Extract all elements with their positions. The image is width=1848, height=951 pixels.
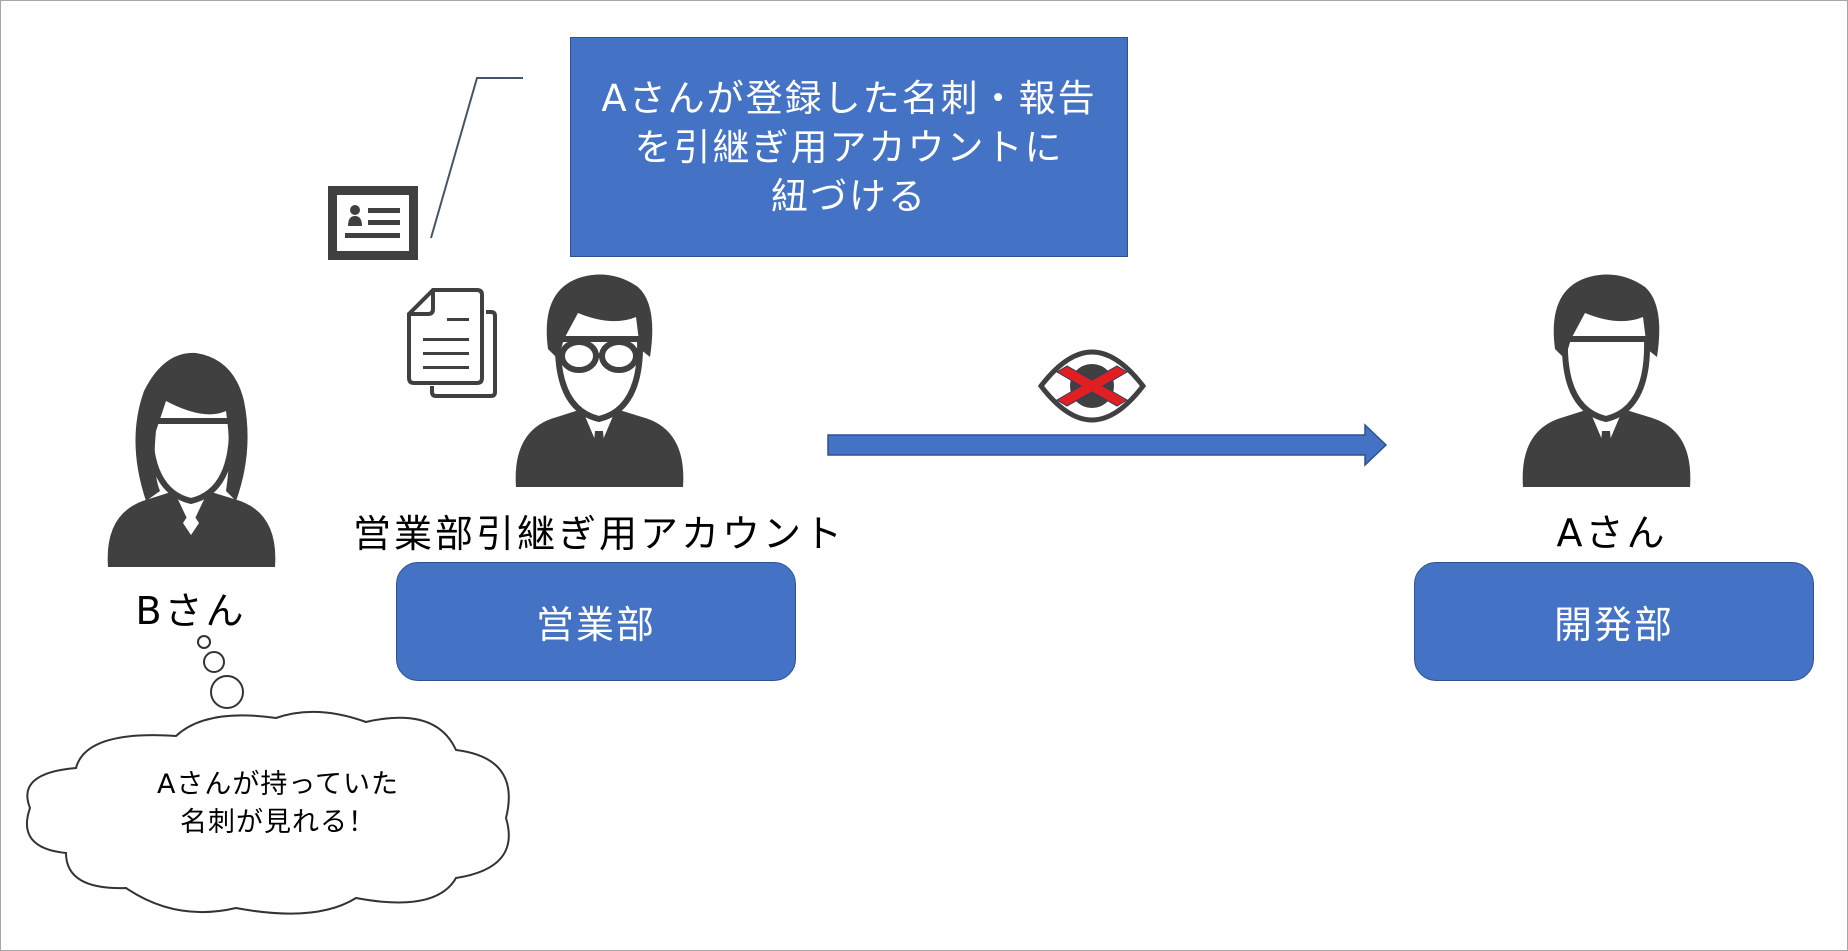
callout-line-1: Aさんが登録した名刺・報告	[601, 76, 1097, 120]
eye-crossed-icon	[1037, 349, 1147, 423]
woman-icon	[107, 352, 276, 567]
transfer-account-label: 営業部引継ぎ用アカウント	[352, 512, 846, 556]
person-b-label: Bさん	[135, 589, 247, 633]
thought-text: Aさんが持っていた 名刺が見れる！	[16, 766, 540, 842]
callout-box: Aさんが登録した名刺・報告 を引継ぎ用アカウントに 紐づける	[570, 37, 1128, 257]
man-with-glasses-icon	[515, 274, 684, 487]
dev-department-box: 開発部	[1414, 562, 1814, 681]
business-card-icon	[328, 186, 418, 260]
man-icon	[1522, 274, 1691, 487]
documents-icon	[407, 288, 497, 398]
sales-department-box: 営業部	[396, 562, 796, 681]
person-a-label: Aさん	[1556, 511, 1668, 555]
callout-line-2: を引継ぎ用アカウントに	[634, 125, 1064, 169]
callout-line-3: 紐づける	[771, 174, 927, 218]
thought-bubbles	[197, 635, 244, 709]
thought-line-1: Aさんが持っていた	[156, 769, 400, 800]
thought-line-2: 名刺が見れる！	[180, 807, 376, 838]
arrow-right-icon	[827, 423, 1388, 467]
thought-cloud	[25, 710, 510, 915]
